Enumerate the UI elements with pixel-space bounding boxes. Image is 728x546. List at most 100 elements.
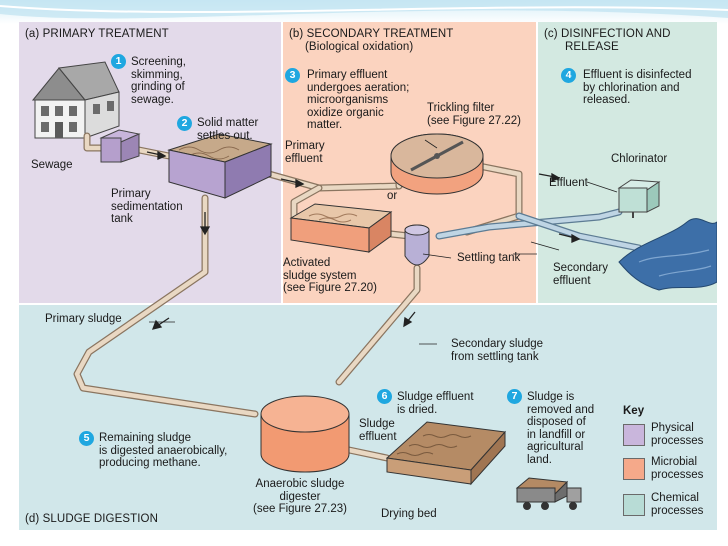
step-2-line: settles out. [197,129,253,142]
key-swatch-chemical [623,494,645,516]
label-line: sludge system [283,269,357,282]
step-3-line: oxidize organic [307,106,384,119]
step-3-line: matter. [307,119,343,131]
key-label-chemical: Chemical processes [651,492,703,517]
step-4-line: released. [583,94,631,106]
diagram-graphics [19,22,717,530]
key-line: processes [651,468,704,481]
drying-bed [385,421,507,486]
step-7-line: in landfill or [527,428,586,441]
label-line: Trickling filter [427,102,495,114]
step-1-text: Screening, skimming, grinding of sewage. [131,56,186,106]
label-or: or [387,190,398,202]
label-chlorinator: Chlorinator [611,153,668,165]
wastewater-treatment-diagram: (a) PRIMARY TREATMENT (b) SECONDARY TREA… [19,22,717,530]
label-line: effluent [285,152,323,165]
flow-arrows [146,150,581,330]
step-4-line: Effluent is disinfected [583,69,692,81]
key-line: Microbial [651,456,698,468]
key-swatch-microbial [623,458,645,480]
key-line: Physical [651,422,694,434]
label-line: Primary [285,140,325,152]
screening-unit [99,129,141,163]
step-7-text: Sludge is removed and disposed of in lan… [527,391,594,466]
step-3-line: microorganisms [307,94,389,106]
label-primary-sedimentation: Primary sedimentation tank [111,188,183,226]
label-primary-sludge: Primary sludge [45,313,122,325]
step-4-line: by chlorination and [583,81,680,94]
label-line: effluent [553,274,591,287]
section-sludge-digestion: (d) SLUDGE DIGESTION [25,513,158,525]
label-line: (see Figure 27.23) [253,503,347,515]
label-sludge-effluent: Sludge effluent [359,418,397,443]
step-3-line: Primary effluent [307,69,388,81]
label-primary-effluent: Primary effluent [285,140,325,165]
primary-sedimentation-tank [167,133,273,199]
lake [618,218,717,291]
step-5-line: producing methane. [99,457,201,469]
leader-lines [149,139,618,345]
label-line: from settling tank [451,350,539,363]
label-line: (see Figure 27.20) [283,282,377,294]
activated-sludge-tank [289,203,393,253]
anaerobic-sludge-digester [260,395,350,473]
label-line: effluent [359,430,397,443]
label-drying-bed: Drying bed [381,508,437,520]
step-badge-4: 4 [561,68,576,83]
section-disinfection: (c) DISINFECTION AND [544,28,671,40]
label-line: Secondary sludge [451,338,544,350]
settling-tank [404,224,430,266]
label-secondary-effluent: Secondary effluent [553,262,608,287]
label-activated-sludge: Activated sludge system (see Figure 27.2… [283,257,377,295]
label-settling-tank: Settling tank [457,252,521,264]
label-sewage: Sewage [31,159,73,171]
section-secondary-treatment: (b) SECONDARY TREATMENT [289,28,454,40]
step-4-text: Effluent is disinfected by chlorination … [583,69,691,107]
step-badge-2: 2 [177,116,192,131]
step-7-line: land. [527,453,552,466]
step-badge-7: 7 [507,389,522,404]
label-line: tank [111,213,133,225]
step-7-line: Sludge is [527,391,575,403]
chlorinator [617,179,661,218]
step-7-line: disposed of [527,416,586,428]
step-2-text: Solid matter settles out. [197,117,258,142]
key-title: Key [623,405,645,417]
step-3-text: Primary effluent undergoes aeration; mic… [307,69,409,132]
sludge-digestion-panel [19,304,717,530]
step-1-line: grinding of [131,81,185,93]
step-badge-3: 3 [285,68,300,83]
label-effluent: Effluent [549,177,588,189]
label-line: Primary [111,188,151,200]
label-line: digester [279,490,321,503]
key-line: processes [651,434,704,447]
section-disinfection-line2: RELEASE [565,41,619,53]
label-line: (see Figure 27.22) [427,114,521,127]
key-label-physical: Physical processes [651,422,703,447]
trickling-filter [390,133,484,195]
label-line: sedimentation [111,200,183,213]
step-2-line: Solid matter [197,117,259,129]
key-line: Chemical [651,492,699,504]
label-anaerobic-digester: Anaerobic sludge digester (see Figure 27… [253,478,347,516]
step-7-line: removed and [527,403,595,416]
key-label-microbial: Microbial processes [651,456,703,481]
step-badge-1: 1 [111,54,126,69]
step-1-line: sewage. [131,93,174,106]
step-badge-6: 6 [377,389,392,404]
label-line: Sludge [359,418,395,430]
label-line: Secondary [553,262,608,274]
step-6-line: is dried. [397,403,438,416]
section-secondary-subtitle: (Biological oxidation) [305,41,414,53]
step-6-line: Sludge effluent [397,391,474,403]
label-secondary-sludge: Secondary sludge from settling tank [451,338,543,363]
label-line: Activated [283,257,331,269]
step-5-line: is digested anaerobically, [99,444,228,457]
step-5-text: Remaining sludge is digested anaerobical… [99,432,227,470]
key-swatch-physical [623,424,645,446]
step-1-line: Screening, [131,56,186,68]
step-badge-5: 5 [79,431,94,446]
label-line: Anaerobic sludge [255,478,345,490]
label-trickling-filter: Trickling filter (see Figure 27.22) [427,102,521,127]
section-primary-treatment: (a) PRIMARY TREATMENT [25,28,169,40]
